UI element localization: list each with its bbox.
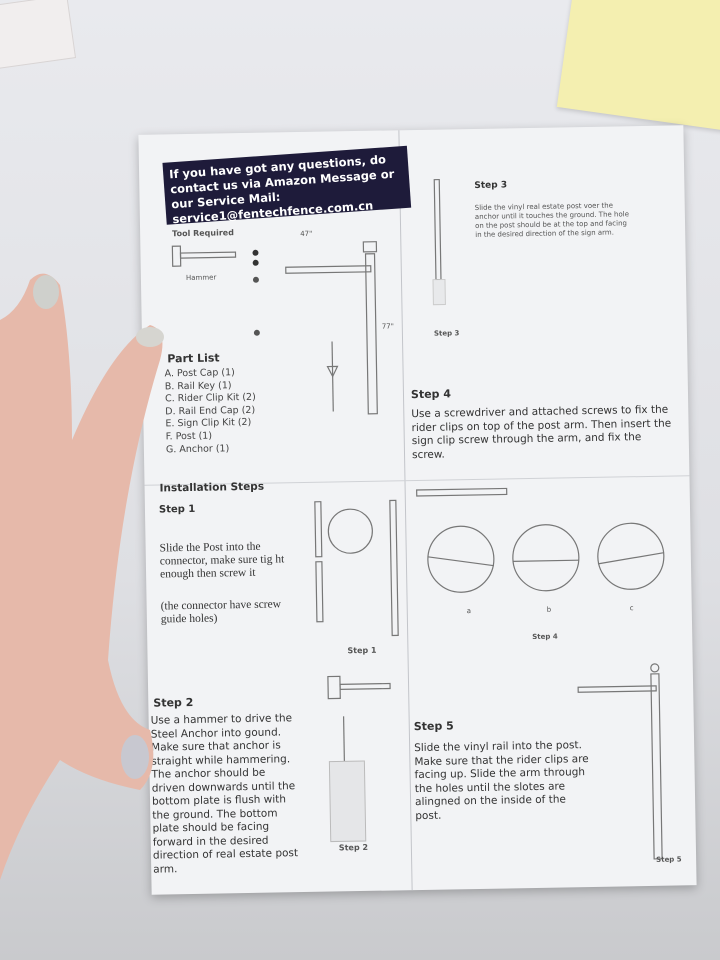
step2-caption: Step 2 (338, 842, 369, 853)
step5-title: Step 5 (413, 719, 454, 734)
tools-title: Tool Required (172, 228, 234, 239)
step4-caption: Step 4 (532, 632, 558, 642)
step5-diagram (577, 663, 663, 860)
instruction-sheet: If you have got any questions, do contac… (138, 125, 697, 895)
step3-text: Slide the vinyl real estate post voer th… (474, 201, 630, 239)
fingernail (121, 735, 149, 779)
width-label: 47" (300, 229, 313, 239)
assembly-diagram (252, 241, 378, 415)
height-label: 77" (381, 322, 395, 331)
step1-caption: Step 1 (347, 645, 377, 656)
step4-diagram (416, 487, 665, 593)
step3-caption: Step 3 (433, 329, 460, 338)
step4-title: Step 4 (410, 387, 452, 402)
step4-label-b: b (546, 605, 552, 614)
step3-diagram (432, 178, 446, 306)
step4-label-c: c (629, 604, 634, 613)
step5-text: Slide the vinyl rail into the post. Make… (414, 739, 589, 822)
step5-caption: Step 5 (656, 855, 682, 864)
hammer-icon (171, 245, 237, 267)
step1-diagram (314, 499, 399, 637)
step3-title: Step 3 (474, 180, 508, 191)
box (0, 0, 77, 70)
step2-diagram (327, 675, 391, 843)
fingernail (33, 275, 59, 309)
fingernail (136, 327, 164, 347)
step4-label-a: a (466, 607, 472, 616)
hand (0, 273, 164, 881)
step4-text: Use a screwdriver and attached screws to… (411, 403, 672, 461)
contact-banner: If you have got any questions, do contac… (162, 145, 412, 226)
